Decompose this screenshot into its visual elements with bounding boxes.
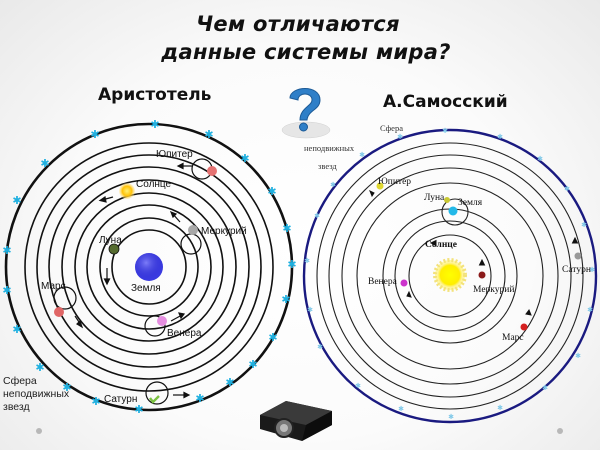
svg-text:✱: ✱	[307, 306, 313, 314]
svg-text:✱: ✱	[248, 358, 257, 371]
earth-icon	[448, 206, 458, 216]
svg-text:✱: ✱	[281, 293, 290, 306]
svg-text:✱: ✱	[448, 413, 454, 421]
svg-text:✱: ✱	[581, 221, 587, 229]
svg-text:✱: ✱	[542, 384, 548, 392]
svg-text:✱: ✱	[2, 284, 11, 297]
svg-text:✱: ✱	[282, 222, 291, 235]
svg-text:✱: ✱	[575, 352, 581, 360]
svg-text:Сатурн: Сатурн	[104, 394, 137, 405]
svg-text:Венера: Венера	[368, 277, 398, 287]
svg-text:✱: ✱	[225, 376, 234, 389]
fixed-stars-label-right-line1: Сфера	[380, 123, 403, 133]
svg-text:✱: ✱	[90, 128, 99, 141]
svg-text:Сатурн: Сатурн	[562, 265, 591, 275]
aristotle-heading: Аристотель	[98, 85, 212, 105]
svg-text:✱: ✱	[12, 194, 21, 207]
mars-icon	[54, 307, 64, 317]
projector-icon	[256, 393, 336, 443]
slide-dot-right	[557, 428, 563, 434]
svg-text:✱: ✱	[442, 127, 448, 135]
svg-text:✱: ✱	[564, 185, 570, 193]
mars-icon	[520, 323, 528, 331]
svg-text:✱: ✱	[268, 331, 277, 344]
fixed-stars-label-right-line2: неподвижных	[304, 143, 355, 153]
svg-text:Марс: Марс	[502, 333, 524, 343]
svg-text:✱: ✱	[204, 128, 213, 141]
fixed-stars-label-right-line3: звезд	[318, 161, 337, 171]
svg-text:✱: ✱	[537, 155, 543, 163]
svg-text:✱: ✱	[355, 382, 361, 390]
svg-text:Венера: Венера	[167, 328, 202, 339]
svg-text:Марс: Марс	[41, 281, 66, 292]
samos-heading: А.Самосский	[383, 92, 508, 112]
question-mark-icon	[276, 82, 332, 140]
svg-text:✱: ✱	[330, 181, 336, 189]
mercury-icon	[478, 271, 486, 279]
svg-text:✱: ✱	[150, 118, 159, 131]
svg-text:✱: ✱	[359, 151, 365, 159]
venus-icon	[157, 316, 167, 326]
svg-text:✱: ✱	[497, 404, 503, 412]
mercury-icon	[188, 225, 198, 235]
svg-text:Земля: Земля	[131, 283, 161, 294]
svg-text:✱: ✱	[40, 157, 49, 170]
svg-text:✱: ✱	[240, 152, 249, 165]
slide-title-line2: данные системы мира?	[161, 40, 451, 64]
svg-text:✱: ✱	[317, 343, 323, 351]
svg-text:✱: ✱	[35, 361, 44, 374]
moon-icon	[444, 197, 450, 203]
fixed-stars-sphere-label-left: Сфера неподвижных звезд	[3, 375, 70, 413]
saturn-icon	[574, 252, 582, 260]
svg-text:Луна: Луна	[424, 193, 445, 203]
svg-text:✱: ✱	[314, 212, 320, 220]
jupiter-icon	[376, 182, 384, 190]
svg-text:✱: ✱	[589, 266, 595, 274]
svg-text:Земля: Земля	[458, 198, 483, 208]
fixed-star-icons: ✱ ✱ ✱ ✱ ✱ ✱ ✱ ✱ ✱ ✱ ✱ ✱ ✱ ✱ ✱ ✱ ✱ ✱ ✱ ✱ ✱	[2, 118, 296, 416]
svg-text:✱: ✱	[397, 133, 403, 141]
svg-text:Юпитер: Юпитер	[378, 177, 411, 187]
svg-text:✱: ✱	[134, 403, 143, 416]
jupiter-icon	[207, 166, 217, 176]
svg-text:Меркурий: Меркурий	[473, 284, 514, 295]
svg-text:Солнце: Солнце	[136, 179, 172, 190]
svg-text:✱: ✱	[195, 392, 204, 405]
svg-text:✱: ✱	[91, 395, 100, 408]
sun-icon	[119, 183, 135, 199]
svg-text:✱: ✱	[62, 381, 71, 394]
svg-text:Юпитер: Юпитер	[156, 149, 193, 160]
svg-text:Солнце: Солнце	[425, 240, 457, 250]
svg-text:✱: ✱	[2, 244, 11, 257]
svg-text:✱: ✱	[587, 306, 593, 314]
svg-text:✱: ✱	[12, 323, 21, 336]
svg-text:✱: ✱	[304, 257, 310, 265]
saturn-icon	[149, 395, 160, 404]
svg-text:✱: ✱	[287, 258, 296, 271]
svg-text:✱: ✱	[267, 185, 276, 198]
svg-text:✱: ✱	[398, 405, 404, 413]
slide-dot-left	[36, 428, 42, 434]
svg-text:Меркурий: Меркурий	[201, 226, 247, 237]
moon-icon	[108, 243, 120, 255]
svg-text:Луна: Луна	[99, 235, 122, 246]
venus-icon	[400, 279, 408, 287]
svg-text:✱: ✱	[497, 133, 503, 141]
slide-title-line1: Чем отличаются	[196, 12, 400, 36]
